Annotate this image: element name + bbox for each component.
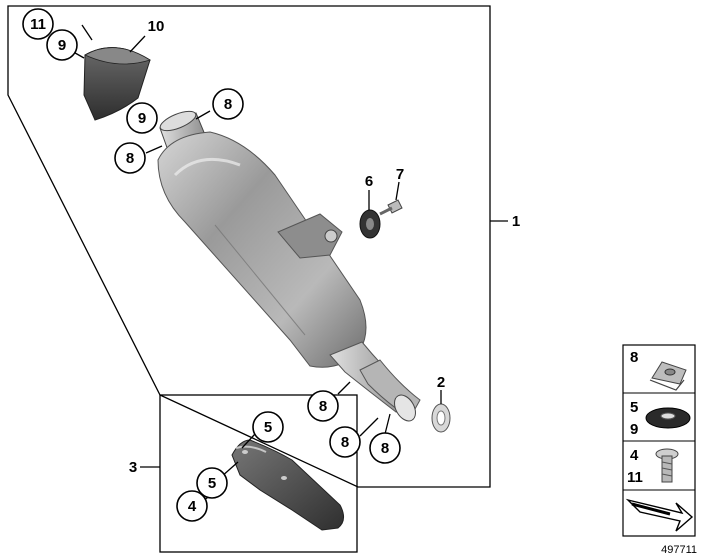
callout-3: 3 [129, 459, 137, 476]
small-parts-legend: 8 5 9 4 11 [622, 344, 696, 537]
callout-5-bottom: 5 [196, 467, 228, 499]
svg-text:8: 8 [224, 96, 232, 113]
callout-7: 7 [396, 166, 404, 183]
svg-text:11: 11 [30, 16, 46, 33]
inlet-pipes [329, 341, 421, 422]
washer-icon [645, 407, 691, 429]
legend-num-11: 11 [627, 469, 643, 486]
callout-10: 10 [148, 18, 165, 35]
callout-1: 1 [512, 213, 520, 230]
callout-11: 11 [22, 8, 54, 40]
legend-num-8: 8 [630, 349, 638, 366]
svg-text:9: 9 [58, 37, 66, 54]
direction-arrow-icon [625, 498, 694, 532]
callout-5-top: 5 [252, 411, 284, 443]
clip-nut-icon [649, 361, 687, 391]
svg-text:3: 3 [129, 459, 137, 476]
heat-shield [231, 439, 344, 531]
svg-text:2: 2 [437, 374, 445, 391]
legend-num-5: 5 [630, 399, 638, 416]
svg-text:10: 10 [148, 18, 165, 35]
svg-text:8: 8 [319, 398, 327, 415]
legend-num-4: 4 [630, 447, 639, 464]
callout-8-mid: 8 [307, 390, 339, 422]
svg-text:6: 6 [365, 173, 373, 190]
gasket-ring [431, 403, 451, 433]
callout-9-bottom: 9 [126, 102, 158, 134]
callout-8-low-left: 8 [329, 426, 361, 458]
screw-icon [655, 448, 679, 483]
svg-text:7: 7 [396, 166, 404, 183]
callout-2: 2 [437, 374, 445, 391]
svg-text:4: 4 [188, 498, 197, 515]
callout-9-top: 9 [46, 29, 78, 61]
callout-8-top-right: 8 [212, 88, 244, 120]
callout-8-left: 8 [114, 142, 146, 174]
svg-text:5: 5 [208, 475, 216, 492]
callout-6: 6 [365, 173, 373, 190]
svg-text:8: 8 [381, 440, 389, 457]
part-number: 497711 [661, 544, 697, 556]
svg-text:1: 1 [512, 213, 520, 230]
svg-text:5: 5 [264, 419, 272, 436]
bolt [379, 199, 403, 216]
callout-4: 4 [176, 490, 208, 522]
heat-shield-frame [159, 394, 358, 553]
svg-text:9: 9 [138, 110, 146, 127]
callout-8-low-right: 8 [369, 432, 401, 464]
muffler-body [157, 131, 367, 368]
legend-num-9: 9 [630, 421, 638, 438]
rubber-grommet [359, 209, 381, 239]
svg-text:8: 8 [341, 434, 349, 451]
end-cap [83, 47, 151, 121]
svg-text:8: 8 [126, 150, 134, 167]
